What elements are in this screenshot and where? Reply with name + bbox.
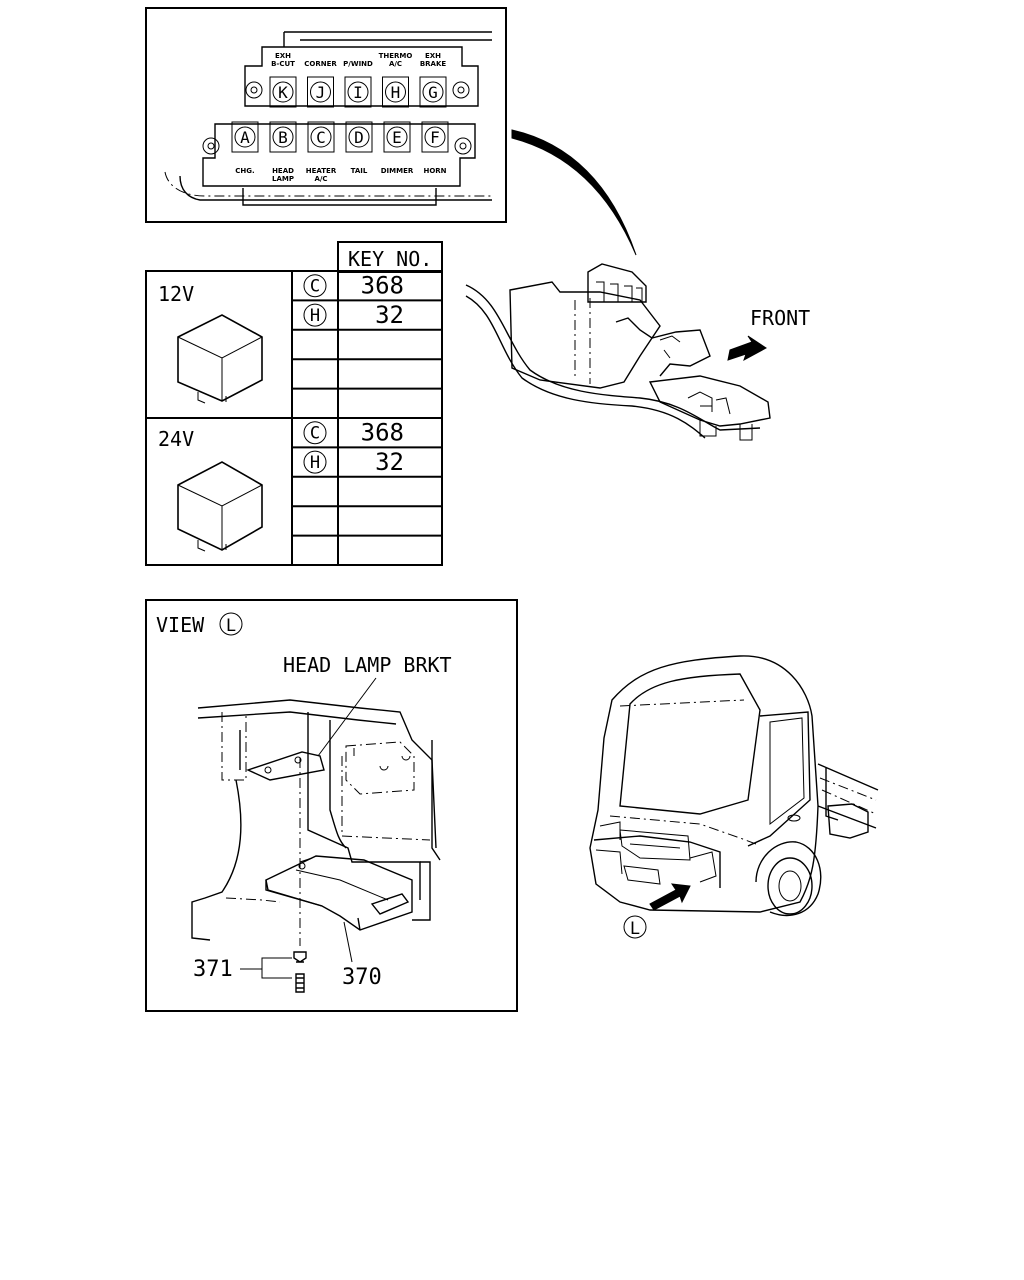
key-row-number: 32 (375, 448, 404, 476)
fuse-letter: D (354, 128, 364, 147)
bottom-fuse-d: D TAIL (345, 121, 373, 175)
key-row-letter: H (310, 453, 320, 473)
fuse-letter: A (240, 128, 250, 147)
key-row: H 32 (303, 448, 404, 476)
cab-frame-illustration (465, 263, 771, 441)
fuse-letter: J (316, 83, 326, 102)
fuse-letter: B (278, 128, 288, 147)
fuse-letter: F (430, 128, 440, 147)
fuse-letter: I (353, 83, 363, 102)
relay-12v-icon (177, 314, 263, 404)
fuse-label: P/WIND (343, 60, 373, 68)
relay-24v-icon (177, 461, 263, 552)
fuse-label: DIMMER (381, 167, 414, 175)
fuse-label: HEATER (306, 167, 337, 175)
truck-view-letter: L (630, 919, 640, 939)
front-arrow-icon (727, 335, 767, 362)
view-panel-frame (145, 599, 518, 1012)
front-label: FRONT (750, 306, 810, 330)
key-row-letter: C (310, 424, 320, 444)
fuse-label: A/C (314, 175, 327, 183)
view-letter-circle (219, 612, 243, 636)
fuse-label: A/C (389, 60, 402, 68)
screw-icon (295, 973, 305, 993)
bolt-icon (293, 951, 307, 963)
bottom-fuse-e: E DIMMER (381, 121, 414, 175)
fuse-label: BRAKE (420, 60, 447, 68)
fuse-row-top: KEXHB-CUTJCORNERIP/WINDHTHERMOA/CGEXHBRA… (269, 52, 447, 108)
connector-top-body (244, 46, 479, 107)
bracket-leader-line (317, 677, 377, 757)
key-header: KEY NO. (348, 247, 432, 271)
key-row-number: 368 (361, 419, 404, 447)
fuse-label: CORNER (304, 60, 337, 68)
view-title: VIEW (156, 613, 205, 637)
view-letter: L (226, 616, 236, 636)
key-row-letter: C (310, 277, 320, 297)
fuse-label: HORN (423, 167, 446, 175)
callout-371: 371 (193, 957, 233, 982)
key-row: C 368 (303, 419, 404, 447)
fuse-label: THERMO (379, 52, 413, 60)
fuse-letter: C (316, 128, 326, 147)
truck-view-circle (623, 915, 647, 939)
key-row: C 368 (303, 272, 404, 300)
fuse-letter: E (392, 128, 402, 147)
fuse-letter: H (391, 83, 401, 102)
fuse-panel-diagram: KEXHB-CUTJCORNERIP/WINDHTHERMOA/CGEXHBRA… (145, 7, 507, 223)
fuse-label: HEAD (272, 167, 294, 175)
fuse-label: B-CUT (271, 60, 295, 68)
top-fuse-i: I P/WIND (343, 60, 373, 108)
top-fuse-j: J CORNER (304, 60, 337, 108)
key-row-number: 368 (361, 272, 404, 300)
key-row-number: 32 (375, 301, 404, 329)
truck-illustration (589, 655, 879, 917)
wire-bottom (179, 175, 492, 206)
fuse-label: LAMP (272, 175, 294, 183)
fuse-panel-frame (145, 7, 507, 223)
bottom-fuse-a: A CHG. (231, 121, 259, 175)
view-l-panel: VIEW L HEAD LAMP BRKT 371 370 (145, 599, 518, 1012)
connector-bottom-body (202, 123, 476, 187)
callout-370: 370 (342, 965, 382, 990)
wire-top (283, 31, 492, 47)
fuse-letter: K (278, 83, 288, 102)
key-row: H 32 (303, 301, 404, 329)
view-arrow-icon (649, 883, 691, 911)
voltage-24v-label: 24V (158, 427, 194, 451)
fuse-label: CHG. (235, 167, 254, 175)
mounting-holes (202, 81, 472, 155)
head-lamp-brkt-label: HEAD LAMP BRKT (283, 653, 452, 677)
voltage-12v-label: 12V (158, 282, 194, 306)
fuse-label: EXH (275, 52, 291, 60)
fuse-label: TAIL (351, 167, 368, 175)
bottom-fuse-f: F HORN (421, 121, 449, 175)
fuse-label: EXH (425, 52, 441, 60)
key-row-letter: H (310, 306, 320, 326)
wire-bottom-left (164, 171, 492, 197)
callout-arc-arrow (511, 129, 637, 256)
fuse-letter: G (428, 83, 438, 102)
